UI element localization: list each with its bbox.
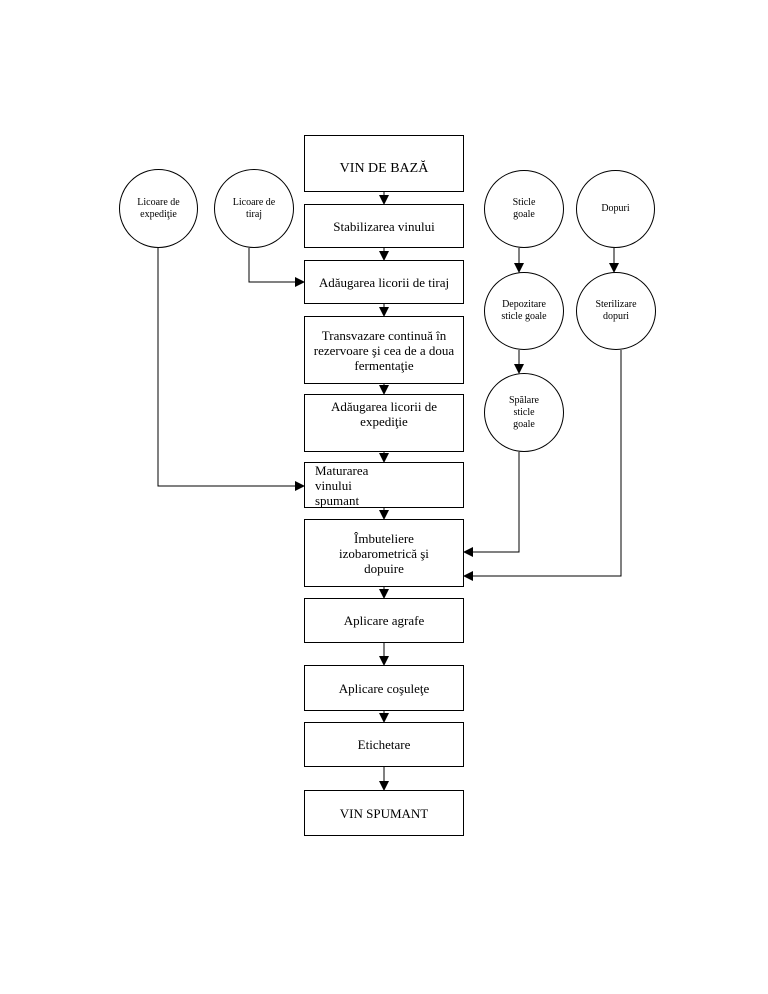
circle-dopuri: Dopuri <box>576 170 655 248</box>
circle-sticle-goale-label: Sticle goale <box>512 197 536 220</box>
box-vin-spumant: VIN SPUMANT <box>304 790 464 836</box>
box-stabilizare: Stabilizarea vinului <box>304 204 464 248</box>
arrow-licoare-expeditie-to-maturare <box>157 248 305 491</box>
box-adaugare-licori-tiraj-label: Adăugarea licorii de tiraj <box>318 274 450 290</box>
circle-licoare-tiraj: Licoare de tiraj <box>214 169 294 248</box>
arrow-sterilizare-to-imbuteliere <box>463 350 622 581</box>
box-aplicare-agrafe-label: Aplicare agrafe <box>343 613 425 628</box>
box-transvazare: Transvazare continuă în rezervoare şi ce… <box>304 316 464 384</box>
circle-licoare-tiraj-label: Licoare de tiraj <box>232 196 276 220</box>
box-maturare-label: Maturarea vinului spumant <box>315 463 369 508</box>
circle-depozitare-sticle-label: Depozitare sticle goale <box>501 299 547 322</box>
circle-spalare-sticle: Spălare sticle goale <box>484 373 564 452</box>
circle-sticle-goale: Sticle goale <box>484 170 564 248</box>
box-transvazare-label: Transvazare continuă în rezervoare şi ce… <box>313 327 455 373</box>
circle-licoare-expeditie-label: Licoare de expediţie <box>137 196 180 220</box>
circle-depozitare-sticle: Depozitare sticle goale <box>484 272 564 350</box>
box-adaugare-licori-expeditie: Adăugarea licorii de expediţie <box>304 394 464 452</box>
box-etichetare: Etichetare <box>304 722 464 767</box>
circle-sterilizare-dopuri-label: Sterilizare dopuri <box>595 299 637 322</box>
box-aplicare-cosulete-label: Aplicare coşuleţe <box>338 680 430 696</box>
box-adaugare-licori-expeditie-label: Adăugarea licorii de expediţie <box>330 399 438 429</box>
box-imbuteliere: Îmbuteliere izobarometrică şi dopuire <box>304 519 464 587</box>
box-etichetare-label: Etichetare <box>357 737 411 752</box>
box-vin-de-baza-label: VIN DE BAZĂ <box>339 161 429 176</box>
box-imbuteliere-label: Îmbuteliere izobarometrică şi dopuire <box>339 530 429 576</box>
arrow-licoare-tiraj-to-box <box>248 248 305 287</box>
circle-spalare-sticle-label: Spălare sticle goale <box>509 394 539 430</box>
box-stabilizare-label: Stabilizarea vinului <box>333 218 435 234</box>
circle-sterilizare-dopuri: Sterilizare dopuri <box>576 272 656 350</box>
box-adaugare-licori-tiraj: Adăugarea licorii de tiraj <box>304 260 464 304</box>
box-aplicare-cosulete: Aplicare coşuleţe <box>304 665 464 711</box>
circle-licoare-expeditie: Licoare de expediţie <box>119 169 198 248</box>
box-maturare: Maturarea vinului spumant <box>304 462 464 508</box>
arrow-spalare-to-imbuteliere <box>463 452 520 557</box>
box-vin-spumant-label: VIN SPUMANT <box>339 805 429 821</box>
circle-dopuri-label: Dopuri <box>601 203 630 214</box>
box-aplicare-agrafe: Aplicare agrafe <box>304 598 464 643</box>
box-vin-de-baza: VIN DE BAZĂ <box>304 135 464 192</box>
